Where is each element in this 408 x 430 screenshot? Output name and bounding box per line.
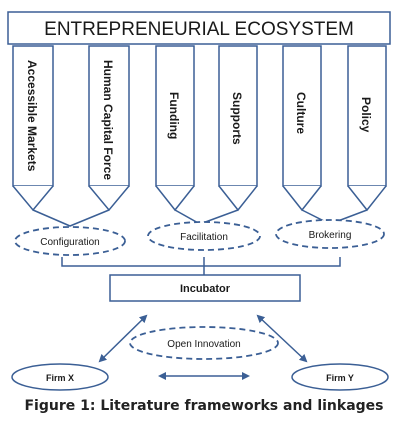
firm-y-label: Firm Y (326, 373, 354, 383)
incubator-box (109, 274, 301, 302)
pillar-human-capital-force: Human Capital Force (88, 45, 130, 212)
firm-x-ellipse (11, 363, 109, 391)
linkage-arrows (98, 314, 308, 380)
arrow-incubator-firm-y (256, 314, 308, 363)
mechanism-label: Configuration (40, 237, 99, 248)
mechanism-brokering: Brokering (275, 219, 385, 249)
pillar-policy: Policy (347, 45, 387, 212)
pillar-label: Human Capital Force (101, 60, 115, 180)
arrow-incubator-firm-x (98, 314, 148, 363)
incubator-bracket (61, 257, 341, 275)
open-innovation-label: Open Innovation (167, 339, 240, 350)
pillar-label: Culture (294, 92, 308, 134)
firm-x-label: Firm X (46, 373, 74, 383)
mechanism-configuration: Configuration (14, 226, 126, 256)
ecosystem-title: ENTREPRENEURIAL ECOSYSTEM (44, 19, 354, 40)
pillar-culture: Culture (282, 45, 322, 212)
incubator-label: Incubator (180, 283, 231, 295)
pillar-accessible-markets: Accessible Markets (12, 45, 54, 212)
mechanism-facilitation: Facilitation (147, 221, 261, 251)
pillar-label: Supports (230, 92, 244, 145)
mechanism-label: Brokering (309, 230, 352, 241)
pillar-label: Accessible Markets (25, 60, 39, 172)
pillar-funding: Funding (155, 45, 195, 212)
pillar-label: Policy (359, 97, 373, 133)
figure-caption: Figure 1: Literature frameworks and link… (24, 398, 384, 414)
pillar-supports: Supports (218, 45, 258, 212)
firm-y-ellipse (291, 363, 389, 391)
ecosystem-title-box (7, 11, 391, 45)
pillar-label: Funding (167, 92, 181, 139)
mechanism-label: Facilitation (180, 232, 228, 243)
